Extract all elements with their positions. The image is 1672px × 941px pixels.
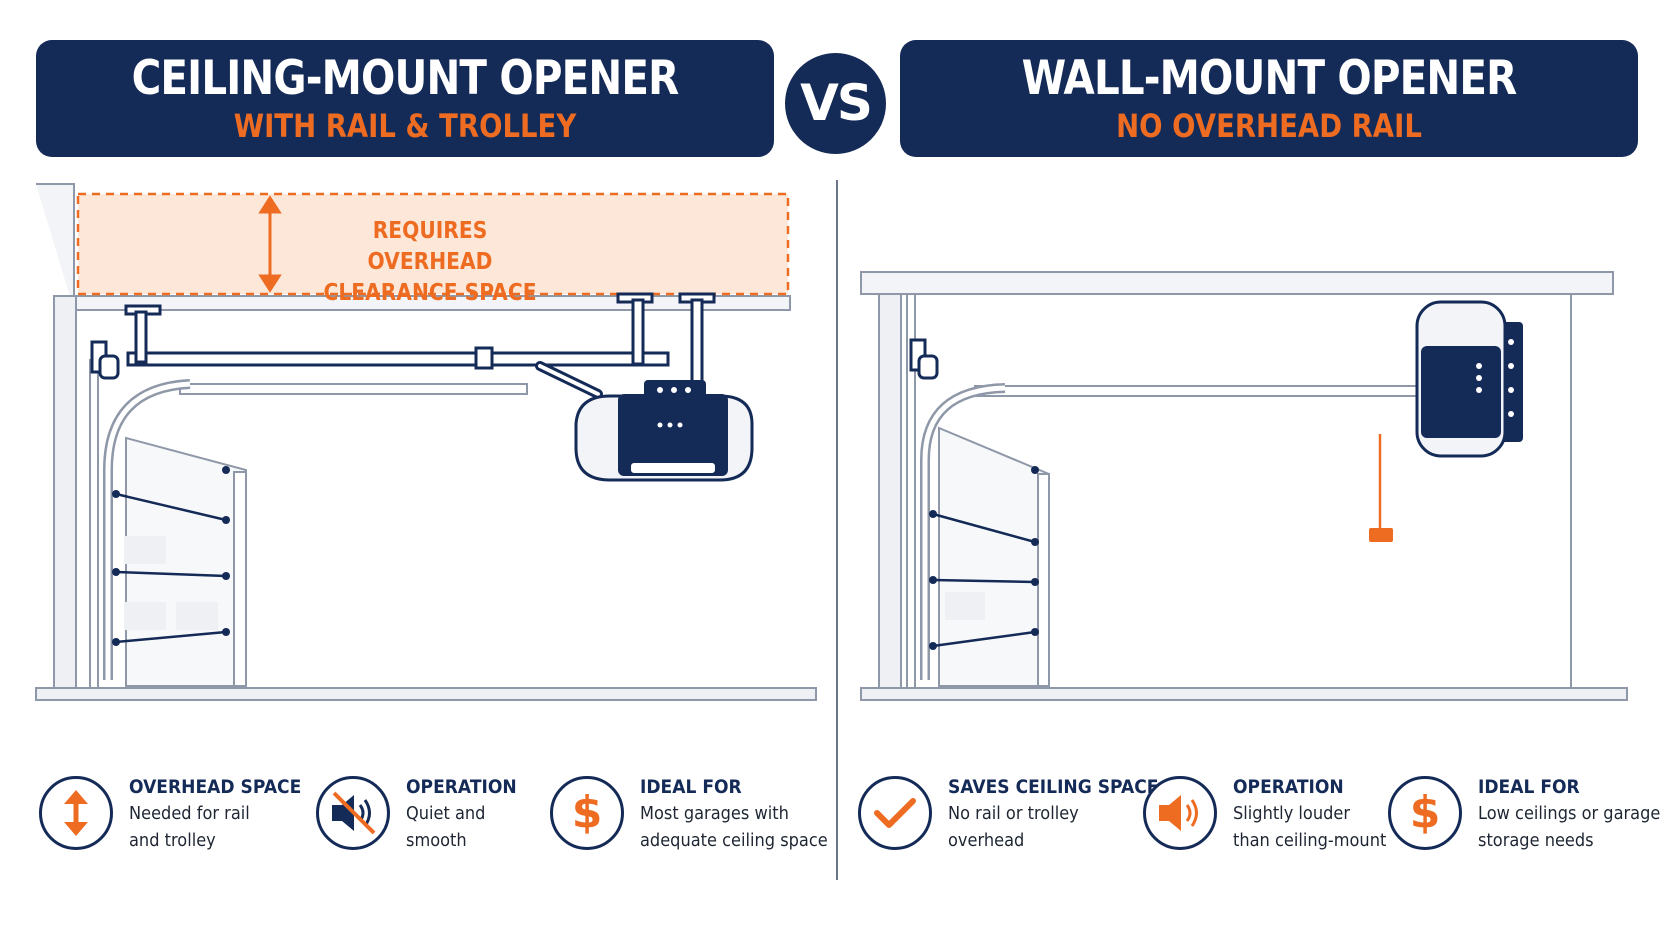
panel-divider: [836, 180, 838, 880]
ceiling-mount-title: CEILING-MOUNT OPENER: [131, 51, 680, 106]
feature-title: SAVES CEILING SPACE: [948, 776, 1159, 798]
wall-opener-unit: [1415, 300, 1523, 458]
wall-mount-header: WALL-MOUNT OPENER NO OVERHEAD RAIL: [900, 40, 1638, 157]
vs-badge: VS: [785, 53, 886, 154]
feature-title: IDEAL FOR: [1478, 776, 1580, 798]
feature-description: Needed for rail and trolley: [129, 803, 250, 851]
ceiling-opener-unit: [574, 380, 754, 482]
feature-title: OVERHEAD SPACE: [129, 776, 302, 798]
ceiling-mount-subtitle: WITH RAIL & TROLLEY: [233, 107, 577, 145]
wall-mount-illustration: [860, 271, 1628, 701]
feature-description: Quiet and smooth: [406, 803, 486, 851]
clearance-arrow-icon: [258, 195, 282, 293]
speaker-icon: [1143, 776, 1217, 850]
wall-mount-title: WALL-MOUNT OPENER: [1021, 51, 1518, 106]
ceiling-mount-header: CEILING-MOUNT OPENER WITH RAIL & TROLLEY: [36, 40, 774, 157]
wall-mount-subtitle: NO OVERHEAD RAIL: [1116, 107, 1422, 145]
feature-description: Most garages with adequate ceiling space: [640, 803, 828, 851]
clearance-label: REQUIRES OVERHEAD CLEARANCE SPACE: [323, 218, 537, 306]
checkmark-icon: [858, 776, 932, 850]
release-handle: [1369, 528, 1393, 542]
vertical-arrows-icon: [39, 776, 113, 850]
dollar-icon: $: [1388, 776, 1462, 850]
muted-speaker-icon: [316, 776, 390, 850]
feature-title: OPERATION: [1233, 776, 1344, 798]
feature-description: Slightly louder than ceiling-mount: [1233, 803, 1387, 851]
feature-description: No rail or trolley overhead: [948, 803, 1079, 851]
feature-title: IDEAL FOR: [640, 776, 742, 798]
dollar-icon: $: [550, 776, 624, 850]
feature-description: Low ceilings or garage storage needs: [1478, 803, 1661, 851]
feature-title: OPERATION: [406, 776, 517, 798]
ceiling-mount-illustration: [35, 183, 817, 701]
clearance-zone: [76, 192, 790, 296]
